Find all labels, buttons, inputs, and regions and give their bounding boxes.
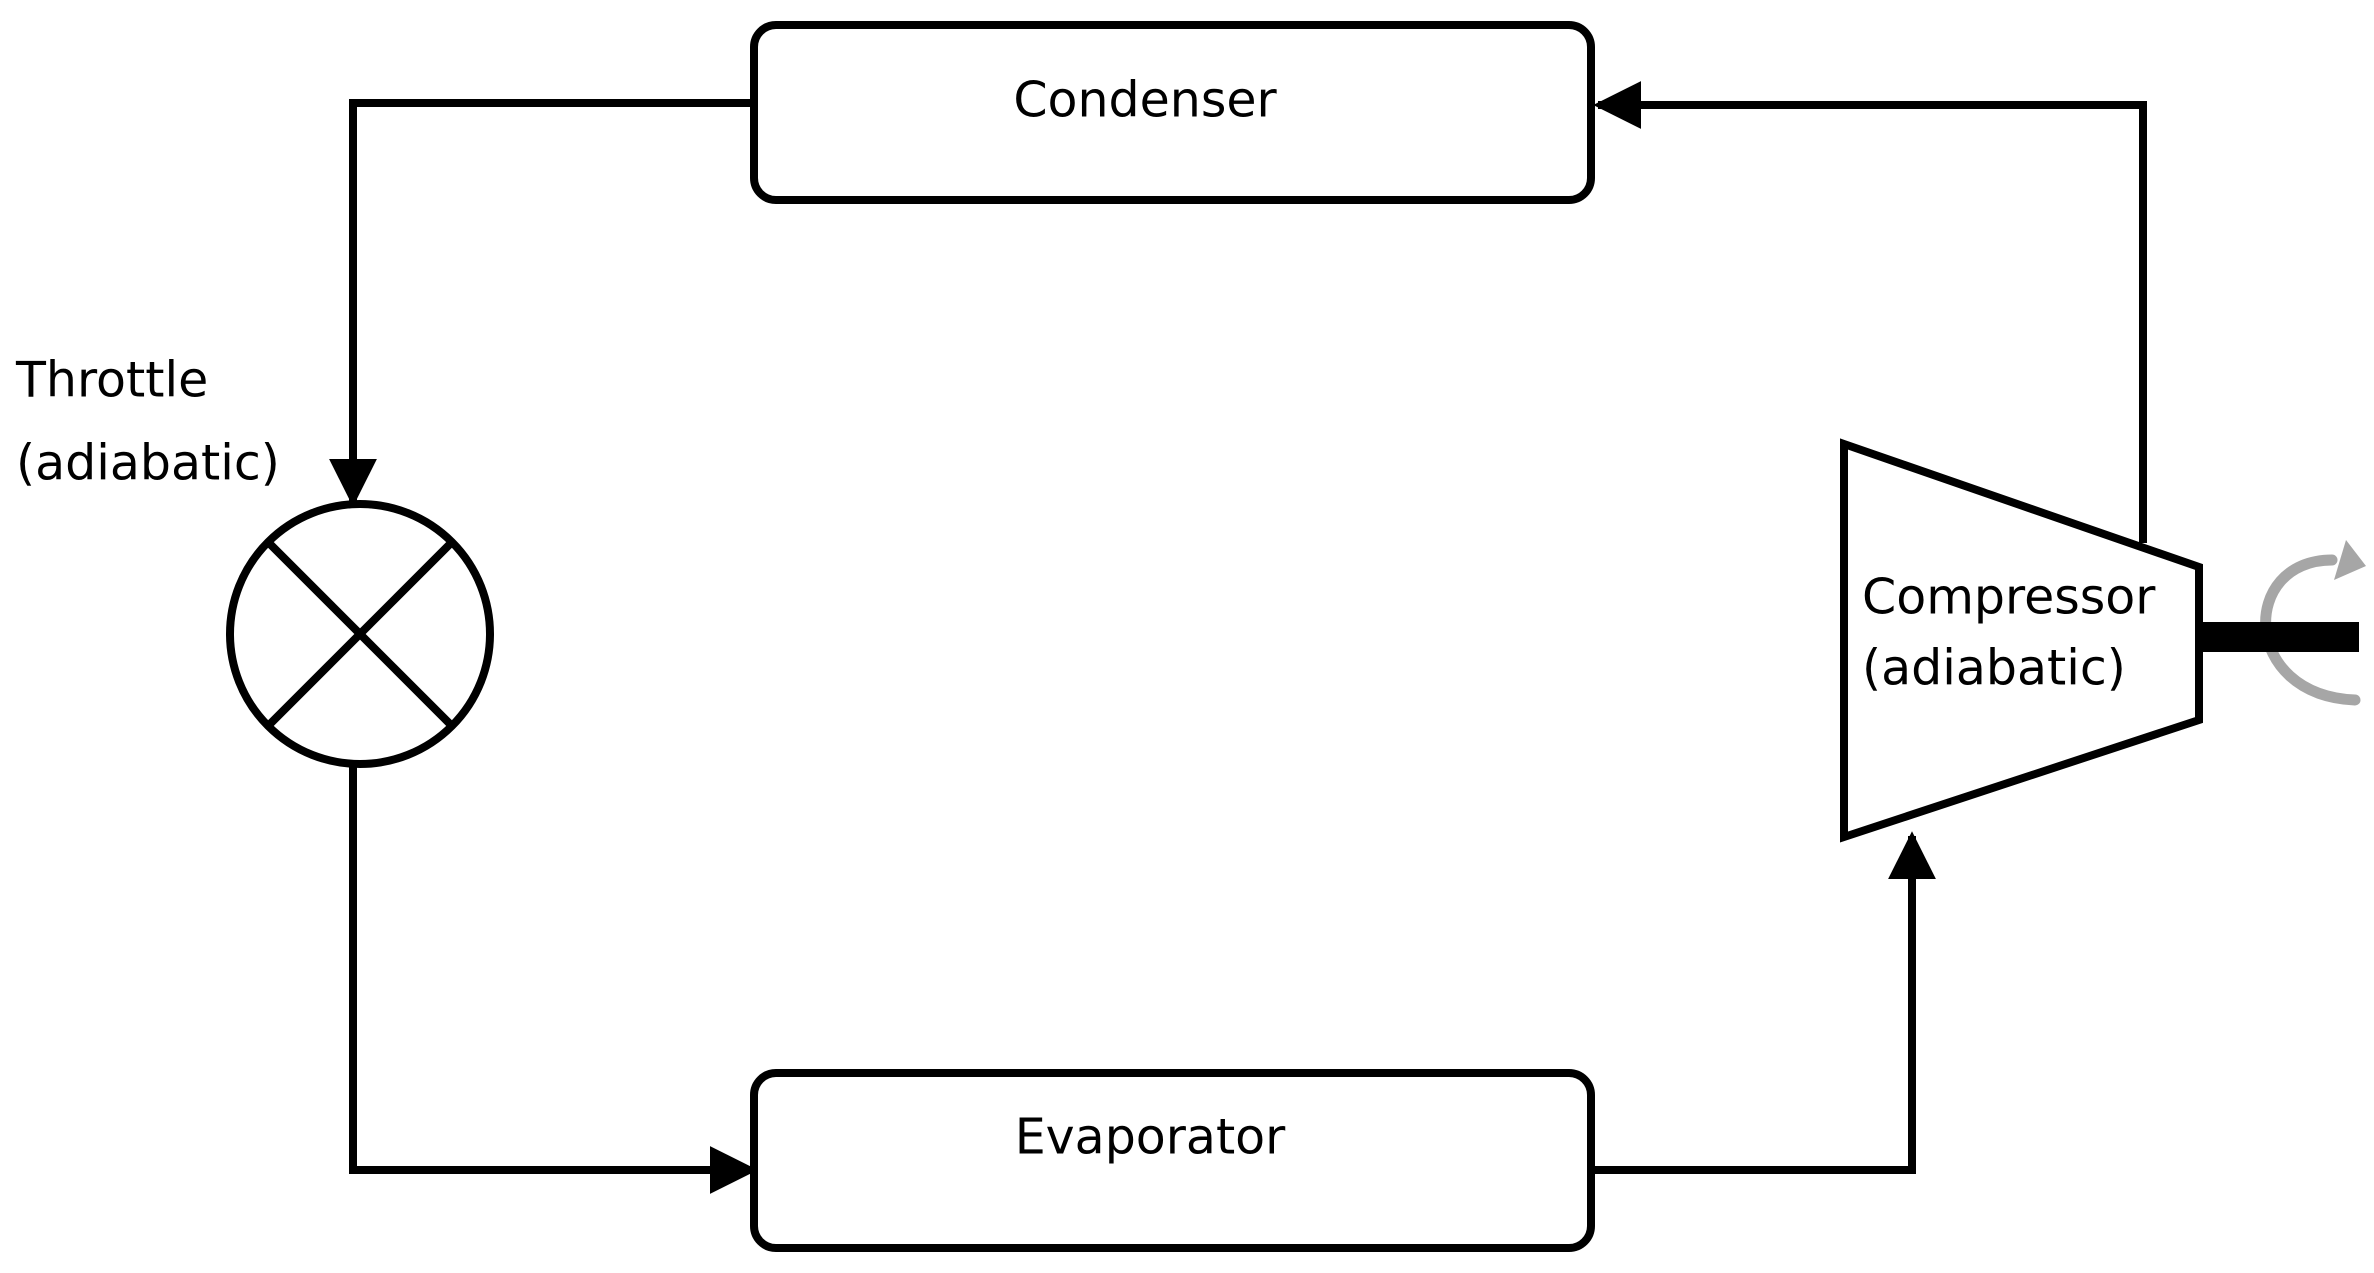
pipe-evaporator-to-compressor — [1592, 831, 1936, 1174]
compressor: Compressor (adiabatic) — [1840, 438, 2203, 843]
condenser: Condenser — [750, 21, 1595, 204]
compressor-shaft — [2199, 540, 2366, 706]
condenser-box — [750, 21, 1595, 204]
compressor-label-line2: (adiabatic) — [1862, 640, 2126, 697]
rotation-arrowhead — [2334, 540, 2366, 580]
pipe-condenser-to-throttle — [329, 99, 750, 507]
evaporator-label: Evaporator — [1015, 1109, 1286, 1166]
throttle-label-line1: Throttle — [15, 352, 208, 409]
pipe-compressor-to-condenser — [1593, 81, 2147, 543]
throttle-label-line2: (adiabatic) — [16, 435, 280, 492]
pipe-throttle-to-evaporator — [349, 765, 758, 1194]
trapezoid-compressor-icon — [1840, 438, 2203, 843]
condenser-label: Condenser — [1013, 72, 1277, 129]
valve-x-circle-icon — [226, 500, 494, 768]
evaporator-box — [750, 1069, 1595, 1252]
compressor-label-line1: Compressor — [1862, 569, 2156, 626]
throttle: Throttle (adiabatic) — [15, 352, 494, 768]
shaft-bar — [2199, 622, 2359, 652]
evaporator: Evaporator — [750, 1069, 1595, 1252]
